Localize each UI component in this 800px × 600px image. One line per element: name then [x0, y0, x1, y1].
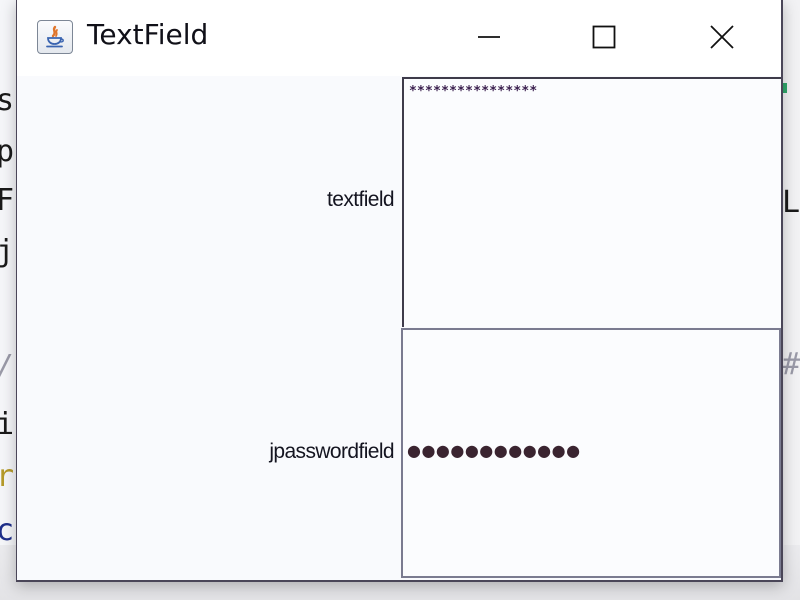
- textfield-label: textfield: [327, 188, 395, 211]
- minimize-button[interactable]: [466, 14, 512, 60]
- password-value: ●●●●●●●●●●●●: [407, 441, 581, 460]
- background-code-fragment: j: [0, 234, 15, 269]
- minimize-icon: [478, 36, 500, 38]
- password-input[interactable]: ●●●●●●●●●●●●: [401, 328, 781, 578]
- background-code-fragment: F: [0, 183, 15, 218]
- background-code-fragment: L: [782, 185, 800, 220]
- background-code-fragment: c: [0, 513, 15, 548]
- password-label: jpasswordfield: [269, 440, 394, 463]
- background-code-fragment: p: [0, 134, 15, 169]
- java-coffee-cup-icon[interactable]: [37, 20, 73, 54]
- content-pane: textfield **************** jpasswordfiel…: [17, 76, 781, 580]
- background-code-fragment: /: [0, 352, 14, 382]
- title-bar[interactable]: TextField: [17, 0, 781, 76]
- background-code-fragment: #: [782, 347, 800, 382]
- maximize-button[interactable]: [581, 14, 627, 60]
- textfield-window: TextField textfield *******: [16, 0, 783, 582]
- close-icon: [710, 25, 734, 49]
- background-editor-right: [784, 0, 800, 545]
- background-code-fragment: s: [0, 83, 15, 118]
- maximize-icon: [592, 25, 616, 49]
- background-code-fragment: i: [0, 407, 15, 442]
- textfield-value: ****************: [409, 84, 538, 99]
- background-code-fragment: r: [0, 459, 15, 494]
- window-title: TextField: [87, 18, 209, 51]
- textfield-input[interactable]: ****************: [402, 77, 781, 327]
- close-button[interactable]: [699, 14, 745, 60]
- background-marker: [783, 83, 787, 93]
